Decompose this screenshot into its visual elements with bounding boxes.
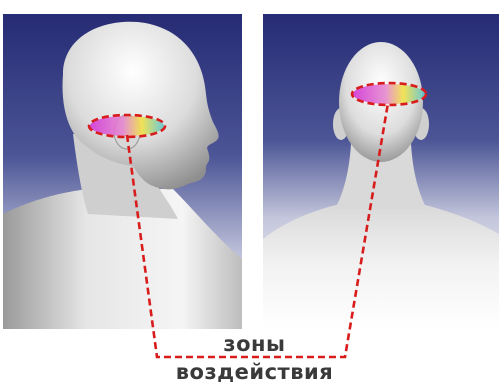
caption-line-1: зоны: [5, 332, 499, 356]
side-profile-panel: [3, 14, 242, 329]
back-view-figure: [263, 14, 499, 329]
caption-line-2: воздействия: [5, 360, 499, 384]
shoulders: [263, 202, 499, 329]
back-view-panel: [263, 14, 499, 329]
side-profile-figure: [3, 14, 242, 329]
